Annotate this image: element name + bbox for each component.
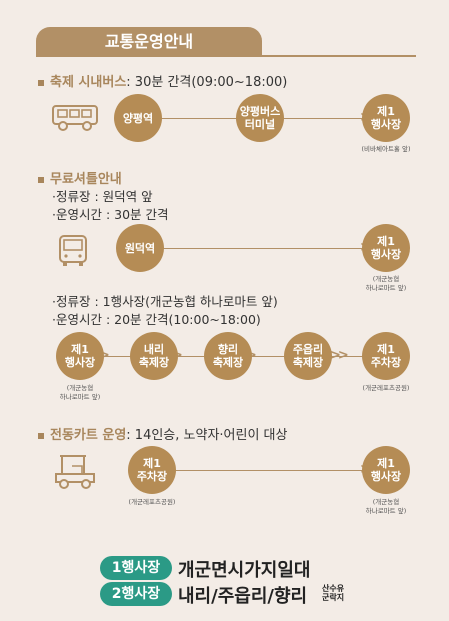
route-line (160, 248, 388, 249)
stop-wondeok-station: 원덕역 (116, 224, 164, 272)
shuttle-bus-icon (59, 235, 87, 266)
section-cart-heading: 전동카트 운영: 14인승, 노약자·어린이 대상 (38, 424, 287, 443)
bus-icon (52, 105, 98, 131)
page-title-tab: 교통운영안내 (36, 27, 262, 57)
title-rule (36, 55, 416, 57)
shuttle-stop-info-2: ·정류장 : 1행사장(개군농협 하나로마트 앞) (52, 294, 278, 309)
shuttle-stop-info: ·정류장 : 원덕역 앞 (52, 189, 153, 204)
stop-note: (개군레포츠공원) (362, 384, 410, 392)
legend-badge-venue-2: 2행사장 (100, 582, 172, 606)
section-city-bus-heading: 축제 시내버스: 30분 간격(09:00~18:00) (38, 71, 287, 90)
route-line (160, 470, 388, 471)
shuttle-hours-info-2: ·운영시간 : 20분 간격(10:00~18:00) (52, 312, 261, 327)
cart-icon (55, 455, 95, 489)
stop-note: (개군레포츠공원) (128, 498, 176, 506)
legend-text-venue-2: 내리/주읍리/향리 (178, 586, 308, 607)
arrow-icon: >> (330, 348, 349, 363)
stop-yangpyeong-station: 양평역 (114, 94, 162, 142)
legend-badge-venue-1: 1행사장 (100, 556, 172, 580)
stop-note: (비바체아트홀 앞) (361, 145, 411, 153)
section-shuttle-heading: 무료셔틀안내 (38, 168, 122, 187)
shuttle-hours-info: ·운영시간 : 30분 간격 (52, 207, 169, 222)
legend-text-venue-1: 개군면시가지일대 (178, 560, 311, 581)
